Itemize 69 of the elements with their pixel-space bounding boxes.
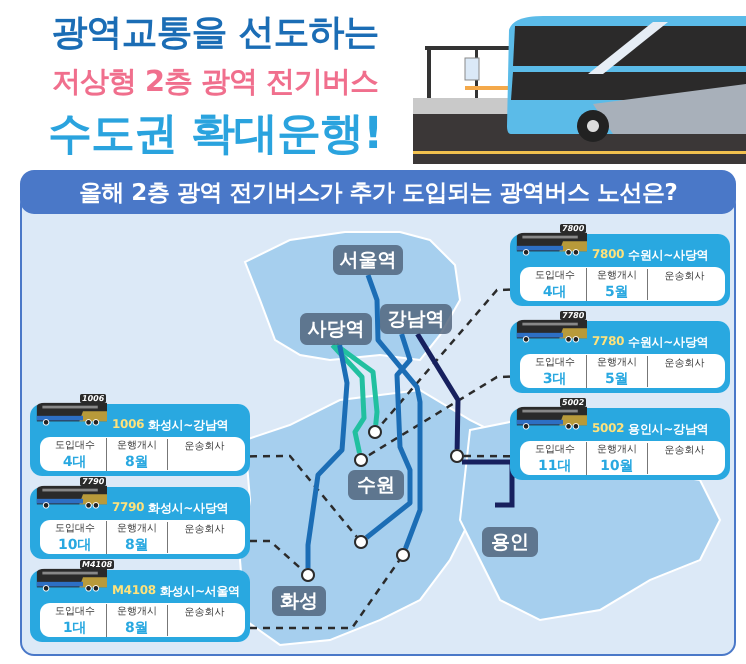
leader-line [366,375,510,458]
place-label: 화성 [272,586,326,616]
route-name: 수원시~사당역 [628,247,708,264]
route-number: 7780 [592,334,624,350]
headline: 저상형 2층 광역 전기버스 [50,63,380,100]
info-heading: 도입대수 [54,522,95,534]
info-value: 10대 [58,536,92,554]
place-label: 강남역 [380,304,452,334]
info-value: 5월 [604,370,629,388]
leader-line [250,454,358,538]
place-label: 용인 [482,527,538,557]
info-heading: 운송회사 [664,356,705,370]
info-value: 3대 [542,370,567,388]
info-heading: 운송회사 [184,522,225,536]
route-name: 화성시~강남역 [148,417,228,434]
info-heading: 도입대수 [534,442,575,456]
route-line [415,332,460,450]
route-name: 용인시~강남역 [628,421,708,438]
route-line [334,342,380,426]
info-heading: 도입대수 [54,438,95,452]
route-name: 화성시~서울역 [160,583,240,600]
bus-number: 7780 [560,311,586,320]
info-value: 8월 [124,452,149,470]
info-value: 4대 [542,282,567,300]
place-label: 서울역 [333,245,403,275]
route-number: M4108 [112,583,156,599]
info-heading: 도입대수 [534,356,575,368]
info-heading: 운행개시 [596,442,637,456]
info-heading: 운행개시 [116,522,157,534]
info-heading: 운송회사 [664,270,705,282]
route-line [306,344,350,568]
title-banner: 올해 2층 광역 전기버스가 추가 도입되는 광역버스 노선은? [20,170,736,214]
info-heading: 운송회사 [184,440,225,452]
info-heading: 운행개시 [116,604,157,618]
route-line [330,343,366,454]
info-value: 8월 [124,536,149,554]
leader-line [378,288,510,428]
headline: 광역교통을 선도하는 [50,11,380,55]
info-heading: 운행개시 [596,268,637,282]
info-heading: 운행개시 [596,356,637,368]
headline: 수도권 확대운행! [46,107,384,161]
info-heading: 운행개시 [116,438,157,452]
place-label: 사당역 [300,313,372,345]
route-name: 수원시~사당역 [628,334,708,351]
leader-line [250,560,400,630]
route-number: 5002 [592,421,624,437]
route-line [364,333,412,540]
info-value: 4대 [62,452,87,470]
bus-number: 5002 [560,398,586,407]
place-label: 수원 [348,470,404,500]
leader-line [464,454,510,458]
info-value: 1대 [62,618,87,636]
bus-number: 7800 [560,224,586,233]
info-value: 10월 [600,456,634,474]
info-heading: 운송회사 [664,444,705,456]
info-value: 8월 [124,618,149,636]
info-value: 5월 [604,282,629,300]
info-value: 11대 [538,456,572,474]
route-number: 1006 [112,417,144,433]
route-number: 7800 [592,247,624,263]
bus-number: 1006 [80,394,106,403]
route-line [366,274,422,550]
route-name: 화성시~사당역 [148,500,228,517]
info-heading: 운송회사 [184,606,225,618]
info-heading: 도입대수 [54,604,95,618]
route-number: 7790 [112,500,144,516]
bus-number: M4108 [80,560,114,569]
bus-number: 7790 [80,477,106,486]
info-heading: 도입대수 [534,268,575,282]
